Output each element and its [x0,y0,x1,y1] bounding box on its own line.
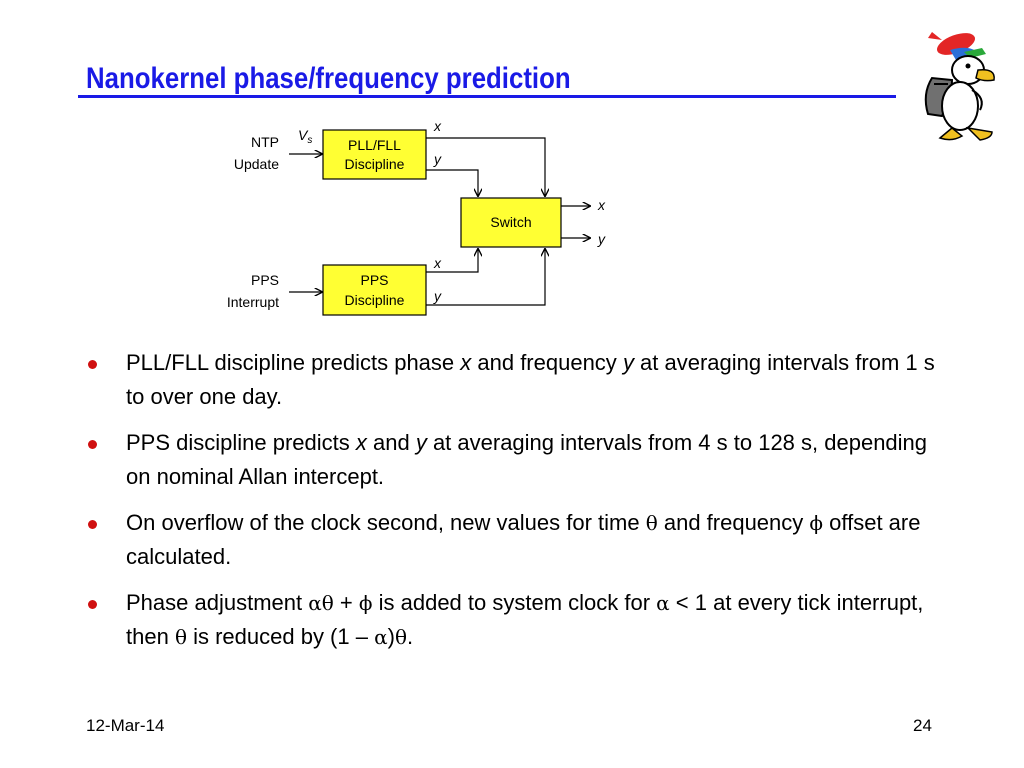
bullet-list: PLL/FLL discipline predicts phase x and … [86,346,946,666]
pps-input-label-line1: PPS [251,272,279,288]
pps-discipline-block [322,264,427,316]
bullet-text-part: ) [387,624,395,649]
pps-y-output-line [426,249,545,306]
bullet-text-part: . [406,624,414,649]
bullet-text-part: ϕ [809,511,824,535]
bullet-text-part: y [415,430,427,455]
pll-y-label: y [433,151,442,167]
duck-mascot-image [924,32,995,141]
bullet-text-part: and [366,430,416,455]
bullet-dot [88,360,97,369]
bullet-text-part: and frequency [471,350,623,375]
bullet-text-part: ϕ [358,591,373,615]
pps-x-label: x [433,255,442,271]
bullet-text-part: Phase adjustment [126,590,309,615]
bullet-text-part: α [374,625,388,649]
bullet-text-part: y [622,350,634,375]
bullet-item: PLL/FLL discipline predicts phase x and … [86,346,946,414]
bullet-text-part: at averaging intervals from 1 s to over … [126,350,935,409]
pps-input-label-line2: Interrupt [227,294,279,310]
bullet-dot [88,440,97,449]
vs-label: Vs [298,127,312,146]
page-number: 24 [913,716,932,735]
pll-fll-discipline-block [322,129,427,180]
switch-x-label: x [597,197,606,213]
bullet-dot [88,600,97,609]
bullet-text-part: is added to system clock for [372,590,657,615]
pps-y-label: y [433,288,442,304]
bullet-dot [88,520,97,529]
switch-block [460,197,562,248]
bullet-item: Phase adjustment αθ + ϕ is added to syst… [86,586,946,654]
bullet-text-part: θ [645,511,658,535]
bullet-text-part: offset are calculated. [126,510,921,569]
ntp-input-label-line2: Update [234,156,279,172]
slide-title: Nanokernel phase/frequency prediction [86,62,571,95]
title-underline [78,95,896,98]
bullet-text-part: θ [394,625,407,649]
bullet-text-part: θ [174,625,187,649]
pps-block-label-line2: Discipline [345,292,405,308]
pll-x-output-line [426,137,545,196]
prediction-block-diagram: NTP Update PPS Interrupt Vs PLL/FLL Disc… [227,118,606,316]
bullet-item: PPS discipline predicts x and y at avera… [86,426,946,494]
bullet-text-part: PPS discipline predicts [126,430,356,455]
pll-y-output-line [426,169,478,196]
pps-block-label-line1: PPS [360,272,388,288]
pll-x-label: x [433,118,442,134]
pps-x-output-line [426,249,478,273]
switch-block-label: Switch [490,214,531,230]
switch-y-label: y [597,231,606,247]
bullet-text-part: PLL/FLL discipline predicts phase [126,350,461,375]
bullet-item: On overflow of the clock second, new val… [86,506,946,574]
bullet-text-part: + [333,590,359,615]
pll-block-label-line1: PLL/FLL [348,137,401,153]
bullet-text-part: < 1 at every tick interrupt, then [126,590,924,649]
bullet-text-part: On overflow of the clock second, new val… [126,510,646,535]
ntp-input-label-line1: NTP [251,134,279,150]
bullet-text-part: α [656,591,670,615]
footer-date: 12-Mar-14 [86,716,165,735]
bullet-text-part: x [460,350,472,375]
bullet-text-part: at averaging intervals from 4 s to 128 s… [126,430,928,489]
bullet-text-part: x [355,430,367,455]
bullet-text-part: and frequency [657,510,810,535]
bullet-text-part: αθ [308,591,334,615]
pll-block-label-line2: Discipline [345,156,405,172]
bullet-text-part: is reduced by (1 – [186,624,375,649]
